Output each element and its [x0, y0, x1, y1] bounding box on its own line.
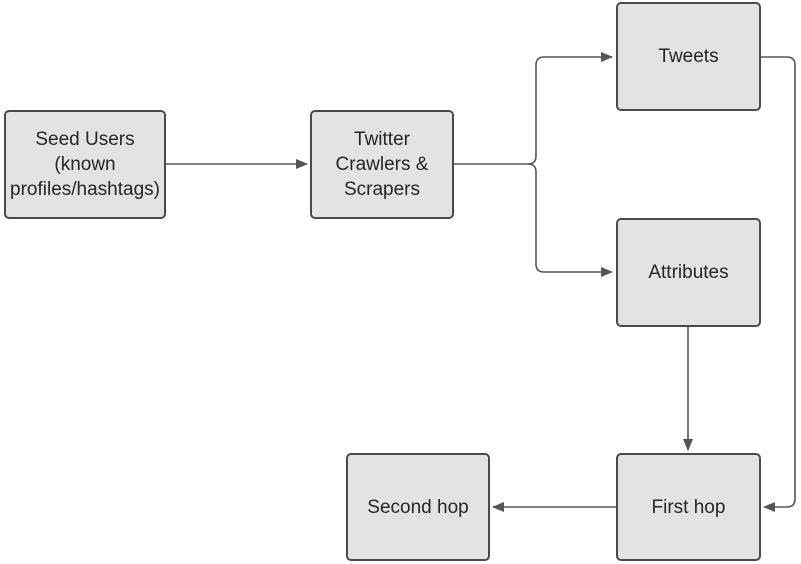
node-seed-users: Seed Users (known profiles/hashtags) — [4, 110, 166, 219]
node-twitter-crawlers: Twitter Crawlers & Scrapers — [310, 110, 454, 219]
node-second-hop-label: Second hop — [367, 496, 469, 518]
node-attributes: Attributes — [616, 218, 761, 327]
node-seed-users-label: Seed Users (known profiles/hashtags) — [10, 129, 160, 200]
node-attributes-label: Attributes — [648, 262, 729, 283]
node-first-hop: First hop — [616, 453, 761, 561]
edge-crawlers-to-tweets — [454, 52, 613, 165]
node-tweets-label: Tweets — [658, 46, 719, 67]
node-twitter-crawlers-label: Twitter Crawlers & Scrapers — [335, 129, 429, 200]
node-second-hop: Second hop — [346, 453, 490, 561]
node-tweets: Tweets — [616, 2, 761, 111]
edge-tweets-to-first-hop — [761, 56, 796, 512]
node-first-hop-label: First hop — [651, 496, 726, 518]
edge-crawlers-to-attributes — [527, 163, 613, 277]
